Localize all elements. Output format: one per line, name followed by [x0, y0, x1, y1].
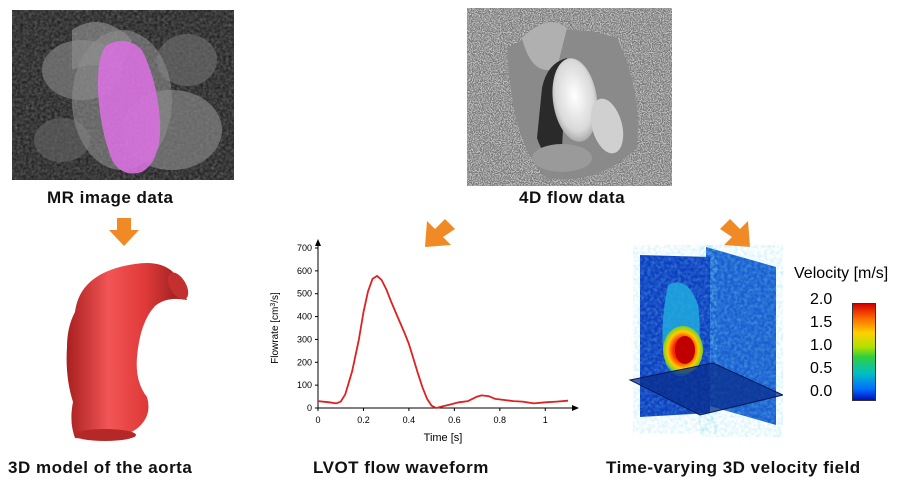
lvot-flow-chart: 0 100 200 300 400 500 600 700 0 0.2 0.4 0.6 0.8 1Time… — [270, 239, 579, 444]
y-tick-label: 300 — [297, 334, 312, 344]
y-axis-arrow — [315, 239, 321, 246]
colorbar-title: Velocity [m/s] — [794, 265, 889, 282]
flow-4d-image — [467, 8, 672, 186]
aorta-model — [66, 263, 189, 441]
caption-4d-flow: 4D flow data — [519, 188, 626, 207]
arrow-down-left-icon — [425, 219, 455, 247]
velocity-field-image — [628, 247, 783, 425]
caption-mr-image: MR image data — [47, 188, 174, 207]
y-tick-label: 400 — [297, 312, 312, 322]
y-tick-label: 700 — [297, 243, 312, 253]
x-tick-label: 0 — [315, 415, 320, 425]
colorbar-tick-1-0: 1.0 — [810, 337, 833, 354]
colorbar-tick-2-0: 2.0 — [810, 291, 833, 308]
caption-aorta-model: 3D model of the aorta — [8, 458, 193, 477]
caption-lvot-waveform: LVOT flow waveform — [313, 458, 489, 477]
y-tick-label: 0 — [307, 403, 312, 413]
arrow-down-right-icon — [720, 219, 750, 247]
colorbar-gradient — [852, 303, 876, 401]
x-tick-label: 0.4 — [403, 415, 416, 425]
x-tick-label: 1 — [543, 415, 548, 425]
y-tick-label: 100 — [297, 380, 312, 390]
x-tick-label: 0.2 — [357, 415, 370, 425]
caption-velocity-field: Time-varying 3D velocity field — [606, 458, 861, 477]
flow-waveform-line — [317, 275, 569, 409]
y-tick-label: 600 — [297, 266, 312, 276]
colorbar-tick-1-5: 1.5 — [810, 314, 833, 331]
x-tick-label: 0.8 — [494, 415, 507, 425]
y-axis-label: Flowrate [cm3/s] — [270, 292, 282, 364]
y-tick-label: 200 — [297, 357, 312, 367]
arrow-down-icon — [109, 218, 139, 246]
x-tick-label: 0.6 — [448, 415, 461, 425]
x-axis-label: Time [s] — [424, 432, 463, 444]
colorbar-tick-0-5: 0.5 — [810, 360, 833, 377]
x-axis-arrow — [572, 405, 579, 411]
y-tick-label: 500 — [297, 289, 312, 299]
colorbar-tick-0-0: 0.0 — [810, 383, 833, 400]
mr-image — [12, 10, 234, 180]
